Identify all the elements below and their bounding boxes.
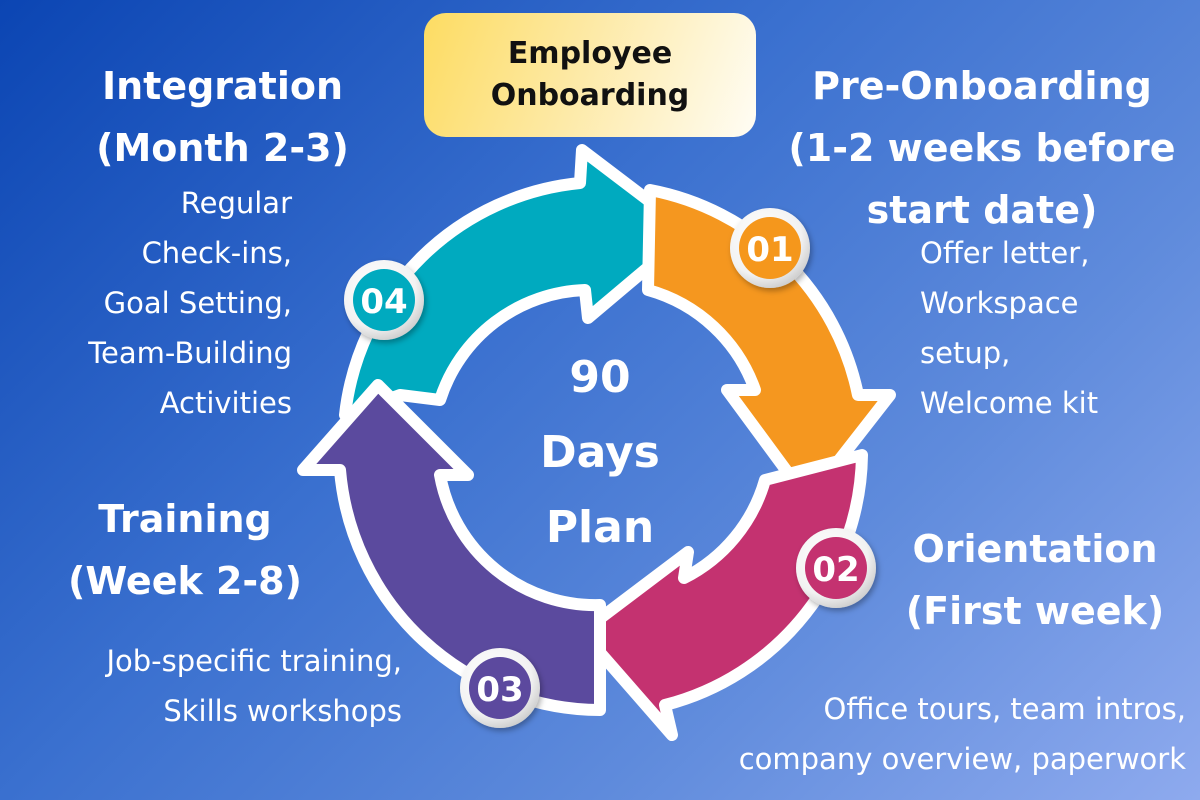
stage-03-description: Job-specific training, Skills workshops	[0, 636, 402, 736]
stage-04-desc-line: Activities	[159, 386, 292, 420]
stage-03-heading: Training (Week 2-8)	[40, 488, 330, 612]
stage-02-desc-line: company overview, paperwork	[738, 742, 1186, 776]
stage-03-title-line-2: (Week 2-8)	[68, 559, 302, 603]
stage-02-title-line-1: Orientation	[912, 527, 1158, 571]
stage-01-description: Offer letter, Workspace setup, Welcome k…	[920, 228, 1190, 428]
stage-04-desc-line: Goal Setting,	[103, 286, 292, 320]
stage-02-heading: Orientation (First week)	[885, 518, 1185, 642]
stage-02-desc-line: Office tours, team intros,	[823, 692, 1186, 726]
stage-02-description: Office tours, team intros, company overv…	[600, 684, 1186, 784]
stage-04-desc-line: Check-ins,	[141, 236, 292, 270]
stage-04-desc-line: Team-Building	[88, 336, 292, 370]
badge-03: 03	[460, 648, 540, 728]
stage-04-heading: Integration (Month 2-3)	[70, 55, 375, 179]
badge-04: 04	[344, 260, 424, 340]
stage-01-heading: Pre-Onboarding (1-2 weeks before start d…	[772, 55, 1192, 241]
stage-01-desc-line: setup,	[920, 336, 1011, 370]
stage-04-title-line-1: Integration	[101, 64, 344, 108]
title-line-2: Onboarding	[490, 78, 690, 113]
badge-04-number: 04	[360, 282, 407, 322]
stage-01-title-line-1: Pre-Onboarding	[812, 64, 1152, 108]
stage-04-desc-line: Regular	[180, 186, 292, 220]
stage-03-desc-line: Job-specific training,	[106, 644, 402, 678]
stage-01-title-line-3: start date)	[866, 188, 1098, 232]
center-line-2: Days	[540, 427, 660, 478]
stage-01-desc-line: Welcome kit	[920, 386, 1099, 420]
badge-03-number: 03	[476, 670, 523, 710]
stage-01-title-line-2: (1-2 weeks before	[788, 126, 1176, 170]
stage-04-description: Regular Check-ins, Goal Setting, Team-Bu…	[0, 178, 292, 428]
stage-01-desc-line: Workspace	[920, 286, 1079, 320]
title-box: Employee Onboarding	[424, 13, 756, 137]
stage-04-title-line-2: (Month 2-3)	[96, 126, 349, 170]
center-label: 90 Days Plan	[500, 340, 700, 565]
badge-01-number: 01	[746, 230, 793, 270]
stage-02-title-line-2: (First week)	[905, 589, 1165, 633]
stage-03-desc-line: Skills workshops	[163, 694, 402, 728]
badge-02-number: 02	[812, 550, 859, 590]
badge-02: 02	[796, 528, 876, 608]
stage-01-desc-line: Offer letter,	[920, 236, 1090, 270]
arrow-01	[642, 184, 896, 506]
title-line-1: Employee	[507, 36, 673, 71]
center-line-1: 90	[569, 352, 631, 403]
center-line-3: Plan	[545, 502, 655, 553]
badge-01: 01	[730, 208, 810, 288]
stage-03-title-line-1: Training	[98, 497, 272, 541]
